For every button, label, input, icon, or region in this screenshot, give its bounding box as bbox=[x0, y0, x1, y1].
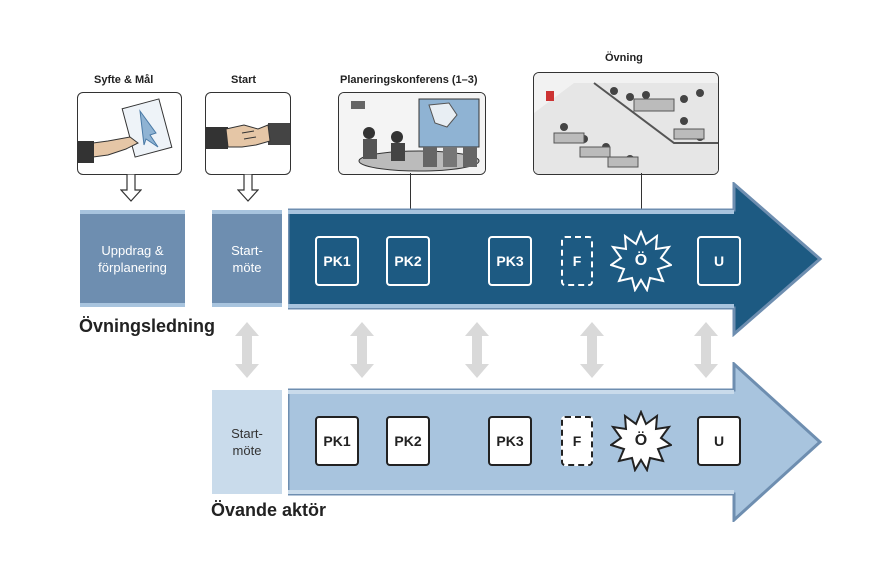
marker-u-top: U bbox=[697, 236, 741, 286]
star-icon-bottom bbox=[610, 410, 672, 472]
marker-o-bottom: Ö bbox=[634, 432, 648, 449]
connector-planering bbox=[410, 173, 411, 211]
label-syfte-mal: Syfte & Mål bbox=[94, 74, 154, 86]
marker-pk1-top: PK1 bbox=[315, 236, 359, 286]
marker-pk2-top: PK2 bbox=[386, 236, 430, 286]
section-ovande-aktor: Övande aktör bbox=[211, 500, 327, 520]
marker-pk1-bottom: PK1 bbox=[315, 416, 359, 466]
label-ovning: Övning bbox=[605, 52, 643, 64]
handshake-icon bbox=[206, 123, 290, 149]
illustration-planeringskonferens bbox=[338, 92, 486, 175]
box-startmote-bottom: Start- möte bbox=[212, 390, 282, 494]
marker-pk2-bottom: PK2 bbox=[386, 416, 430, 466]
marker-pk3-bottom: PK3 bbox=[488, 416, 532, 466]
arrow-ovningsledning bbox=[288, 182, 823, 337]
illustration-start bbox=[205, 92, 291, 175]
double-arrow-1 bbox=[235, 322, 259, 378]
double-arrow-3 bbox=[465, 322, 489, 378]
connector-ovning bbox=[641, 173, 642, 225]
box-startmote-top: Start- möte bbox=[212, 210, 282, 307]
double-arrow-2 bbox=[350, 322, 374, 378]
document-hand-icon bbox=[78, 98, 173, 163]
marker-u-bottom: U bbox=[697, 416, 741, 466]
conference-room-icon bbox=[339, 93, 485, 174]
marker-f-bottom: F bbox=[561, 416, 593, 466]
illustration-syfte-mal bbox=[77, 92, 182, 175]
section-ovningsledning: Övningsledning bbox=[79, 316, 216, 336]
star-icon-top bbox=[610, 230, 672, 292]
marker-pk3-top: PK3 bbox=[488, 236, 532, 286]
box-uppdrag-forplanering: Uppdrag & förplanering bbox=[80, 210, 185, 307]
double-arrow-4 bbox=[580, 322, 604, 378]
label-planeringskonferens: Planeringskonferens (1–3) bbox=[340, 74, 478, 86]
marker-o-top: Ö bbox=[634, 252, 648, 269]
arrow-down-start bbox=[237, 174, 259, 202]
exercise-room-icon bbox=[534, 73, 718, 174]
arrow-ovande-aktor bbox=[288, 362, 823, 522]
marker-f-top: F bbox=[561, 236, 593, 286]
double-arrow-5 bbox=[694, 322, 718, 378]
label-start: Start bbox=[231, 74, 257, 86]
illustration-ovning bbox=[533, 72, 719, 175]
arrow-down-syfte bbox=[120, 174, 142, 202]
